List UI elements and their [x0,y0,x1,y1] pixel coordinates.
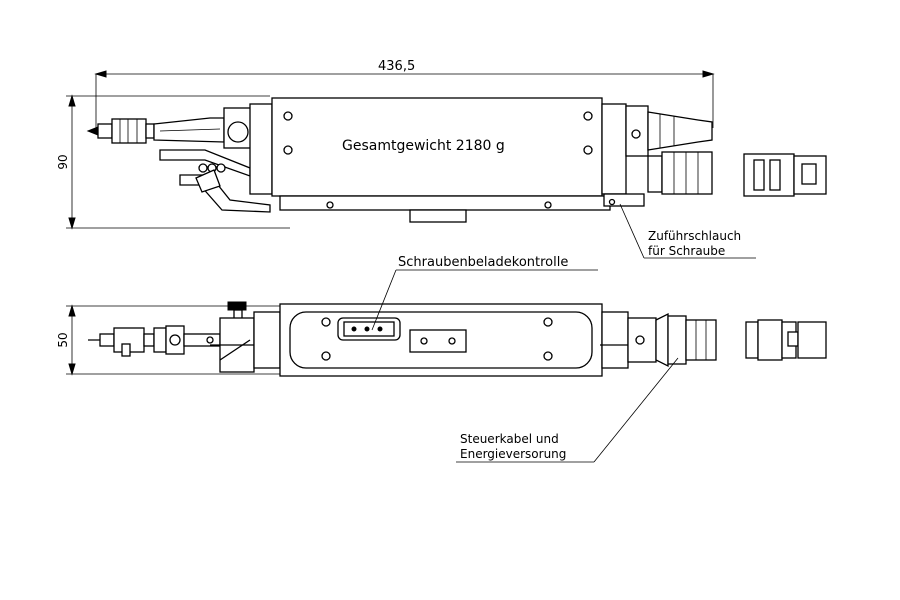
screw-load-control-label: Schraubenbeladekontrolle [398,255,568,270]
top-view: 436,5 90 [56,59,827,259]
feed-hose-label-line2: für Schraube [648,244,725,258]
height-dimension-90-label: 90 [56,154,70,169]
control-cable-label-line1: Steuerkabel und [460,432,559,446]
bit-assembly-bottom [88,301,280,373]
height-dimension-90: 90 [56,94,290,230]
length-dimension: 436,5 [94,59,715,128]
feed-hose-label-line1: Zuführschlauch [648,229,741,243]
right-end-bottom [600,312,827,368]
length-dimension-label: 436,5 [378,59,415,74]
main-body-bottom [253,303,629,377]
bottom-view: 50 [56,255,827,463]
right-end-top [625,105,827,197]
control-cable-callout: Steuerkabel und Energieversorung [456,357,679,463]
height-dimension-50: 50 [56,304,280,376]
main-body-top: Gesamtgewicht 2180 g [249,97,645,223]
screw-load-callout: Schraubenbeladekontrolle [371,255,598,331]
bit-assembly-top [86,107,271,213]
total-weight-label: Gesamtgewicht 2180 g [342,138,505,154]
control-cable-label-line2: Energieversorung [460,447,566,461]
feed-hose-callout: Zuführschlauch für Schraube [619,203,756,259]
height-dimension-50-label: 50 [56,332,70,347]
